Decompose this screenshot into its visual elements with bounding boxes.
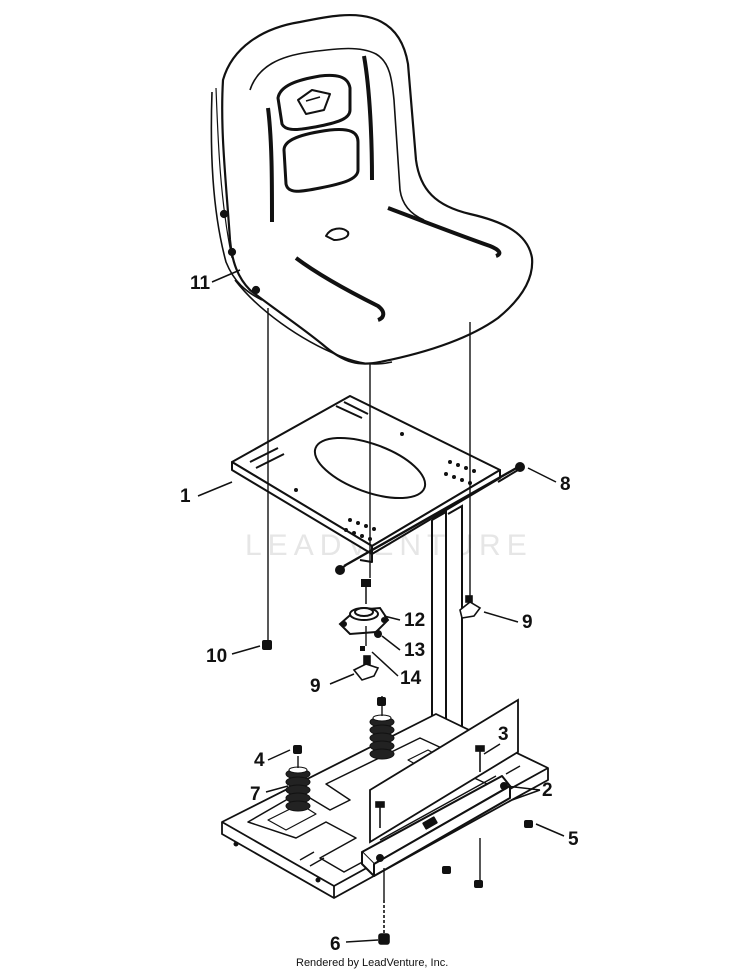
- spring-right[interactable]: [369, 714, 395, 760]
- pivot-bolt[interactable]: [335, 462, 525, 575]
- callout-11: 11: [190, 273, 211, 294]
- swivel-hub[interactable]: [338, 579, 390, 636]
- assembly-lines: [267, 308, 481, 900]
- bottom-bolt[interactable]: [378, 900, 390, 945]
- base-nut[interactable]: [442, 820, 533, 888]
- seat-mounting-plate[interactable]: [231, 395, 521, 568]
- callout-4: 4: [254, 750, 265, 771]
- callout-7: 7: [250, 784, 261, 805]
- seat-nut[interactable]: [262, 640, 272, 650]
- callout-10: 10: [206, 646, 227, 667]
- slide-back-plate: [369, 698, 519, 844]
- callout-14: 14: [400, 668, 422, 689]
- callout-3: 3: [498, 724, 509, 745]
- bracket-bolt[interactable]: [375, 745, 485, 828]
- callout-2: 2: [542, 780, 553, 801]
- callout-1: 1: [180, 486, 191, 507]
- star-knob-lower[interactable]: [352, 655, 380, 681]
- callout-9-lower: 9: [310, 676, 321, 697]
- seat[interactable]: [210, 13, 534, 365]
- callout-13: 13: [404, 640, 425, 661]
- star-knob-right[interactable]: [459, 595, 482, 619]
- washer[interactable]: [374, 630, 382, 638]
- callout-12: 12: [404, 610, 425, 631]
- footer-credit: Rendered by LeadVenture, Inc.: [296, 957, 448, 969]
- callout-5: 5: [568, 829, 579, 850]
- spring-left[interactable]: [285, 766, 311, 812]
- lock-nut[interactable]: [360, 646, 365, 651]
- callout-6: 6: [330, 934, 341, 955]
- leader-lines: [197, 269, 565, 943]
- callout-8: 8: [560, 474, 571, 495]
- callout-9-right: 9: [522, 612, 533, 633]
